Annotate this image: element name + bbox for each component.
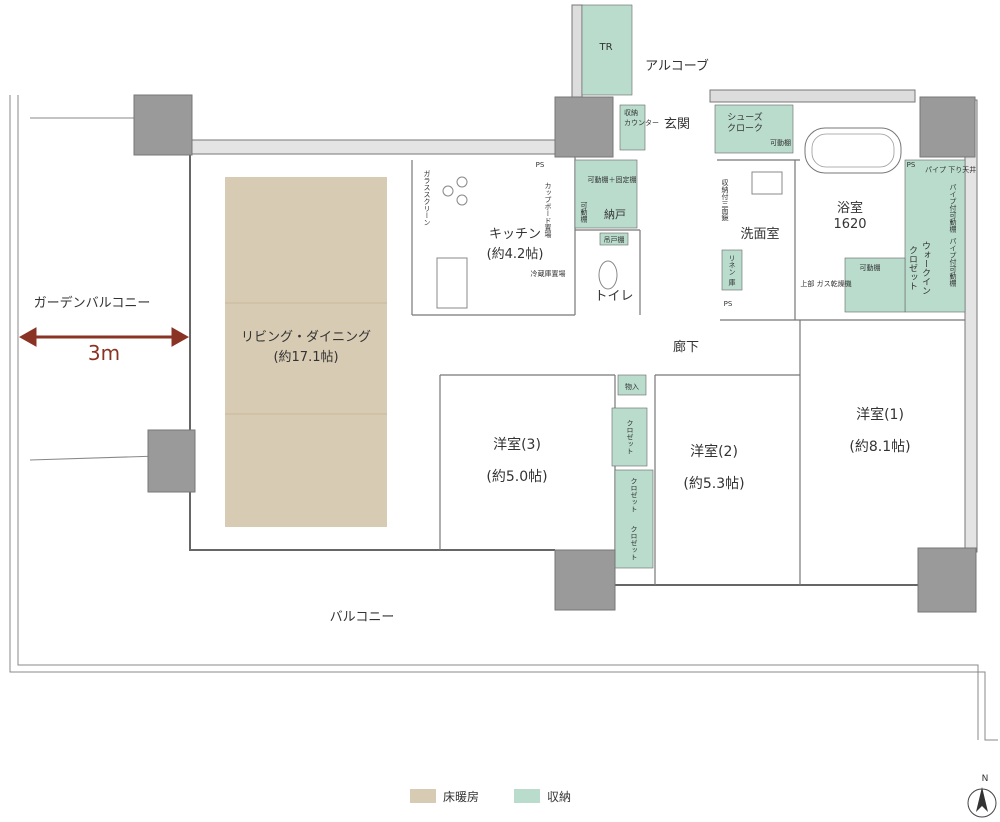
- nando-label: 納戸: [604, 208, 626, 221]
- shoes-label: シューズ: [727, 111, 763, 123]
- glass-screen-label: ガラススクリーン: [423, 170, 431, 226]
- closet-label: クロゼット: [630, 478, 638, 513]
- pipe-ceiling-label: パイプ 下り天井: [925, 165, 976, 174]
- linen-label: リネン: [728, 255, 736, 276]
- storage-areas: [574, 104, 966, 569]
- fridge-label: 冷蔵庫置場: [531, 269, 566, 278]
- wall: [571, 4, 583, 101]
- legend: 床暖房 収納: [410, 789, 571, 804]
- kitchen-label: キッチン: [489, 227, 541, 242]
- room1-label: 洋室(1): [856, 406, 904, 423]
- room1-size: (約8.1帖): [849, 439, 910, 455]
- room3-size: (約5.0帖): [486, 469, 547, 485]
- floor-heating-area: [225, 177, 387, 527]
- closet-label: クロゼット: [626, 420, 634, 455]
- bath-size: 1620: [833, 217, 866, 232]
- ps-label: PS: [724, 300, 733, 308]
- cupboard-label: カップボード置場: [544, 182, 552, 239]
- movable-shelf-label: 可動棚: [860, 263, 881, 272]
- cloak-label: クローク: [727, 123, 763, 134]
- ps-label: PS: [907, 161, 916, 169]
- dimension-arrow: [18, 327, 190, 347]
- living-label: リビング・ダイニング: [241, 330, 371, 345]
- columns: [133, 94, 977, 613]
- toilet-label: トイレ: [594, 289, 633, 304]
- ps-label: PS: [536, 161, 545, 169]
- movable-shelf-v-label: 可動棚: [580, 202, 588, 224]
- wall: [189, 139, 556, 155]
- room2-label: 洋室(2): [690, 443, 738, 460]
- legend-floor-heating-swatch: [410, 789, 436, 803]
- gas-dryer-label: 上部 ガス乾燥機: [800, 279, 851, 288]
- living-size: (約17.1帖): [273, 350, 338, 365]
- entrance-label: 玄関: [664, 117, 690, 132]
- garden-balcony-label: ガーデンバルコニー: [34, 295, 151, 311]
- room2-size: (約5.3帖): [683, 476, 744, 492]
- tr-label: TR: [598, 42, 612, 53]
- pipe-shelf-label: パイプ付可動棚: [949, 184, 957, 234]
- bathtub: [804, 127, 902, 174]
- legend-storage-swatch: [514, 789, 540, 803]
- corridor-label: 廊下: [673, 339, 699, 355]
- legend-storage: 収納: [547, 790, 571, 804]
- alcove-label: アルコーブ: [645, 58, 709, 74]
- storage-label: 収納: [624, 108, 638, 117]
- movable-shelf-label: 可動棚: [770, 138, 791, 147]
- kitchen-size: (約4.2帖): [487, 247, 544, 262]
- movable-fixed-label: 可動棚＋固定棚: [588, 175, 637, 184]
- garden-width-label: 3m: [88, 341, 120, 365]
- washroom-label: 洗面室: [740, 226, 779, 242]
- interior-walls: [411, 155, 965, 585]
- walkin-closet-label: クロゼット: [907, 245, 918, 290]
- counter-label: カウンター: [624, 118, 659, 127]
- hanging-shelf-label: 吊戸棚: [604, 235, 625, 244]
- mono-in-label: 物入: [625, 382, 639, 391]
- balcony-outline: [9, 95, 998, 741]
- room3-label: 洋室(3): [493, 436, 541, 453]
- balcony-label: バルコニー: [330, 610, 395, 625]
- walkin-label: ウォークイン: [920, 241, 931, 295]
- compass-icon: N: [967, 774, 997, 818]
- wall: [709, 89, 916, 103]
- legend-floor-heating: 床暖房: [443, 789, 479, 804]
- tr-room: [581, 4, 633, 96]
- compass-label: N: [982, 774, 989, 784]
- linen-2-label: 庫: [729, 278, 736, 287]
- pipe-shelf-label: パイプ付可動棚: [949, 238, 957, 288]
- bath-label: 浴室: [837, 200, 863, 216]
- closet-label: クロゼット: [630, 526, 638, 561]
- mirror-label: 収納付三面鏡: [721, 179, 729, 222]
